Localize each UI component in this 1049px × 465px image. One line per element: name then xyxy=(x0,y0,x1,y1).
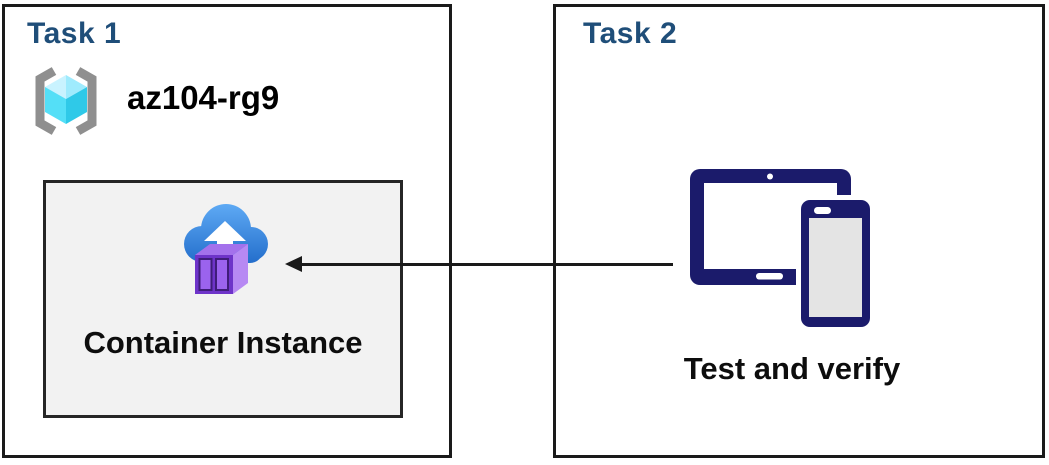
phone-icon xyxy=(796,195,874,331)
upload-arrow-icon xyxy=(204,221,246,257)
arrow-shaft xyxy=(299,263,673,266)
container-instance-label: Container Instance xyxy=(83,325,363,360)
task1-title: Task 1 xyxy=(27,17,122,50)
arrowhead-icon xyxy=(285,256,302,272)
resource-group-icon xyxy=(27,62,105,140)
connector-arrow xyxy=(285,252,675,276)
container-icon xyxy=(195,244,248,294)
container-instance-box: Container Instance xyxy=(43,180,403,418)
task2-title: Task 2 xyxy=(583,17,678,50)
task1-panel: Task 1 az104-rg9 xyxy=(2,4,452,458)
resource-group-name: az104-rg9 xyxy=(127,79,280,116)
tablet-phone-icon xyxy=(690,168,874,331)
task2-panel: Task 2 Test and verify xyxy=(553,4,1045,458)
container-instance-icon xyxy=(170,193,282,305)
test-and-verify-label: Test and verify xyxy=(683,351,901,386)
